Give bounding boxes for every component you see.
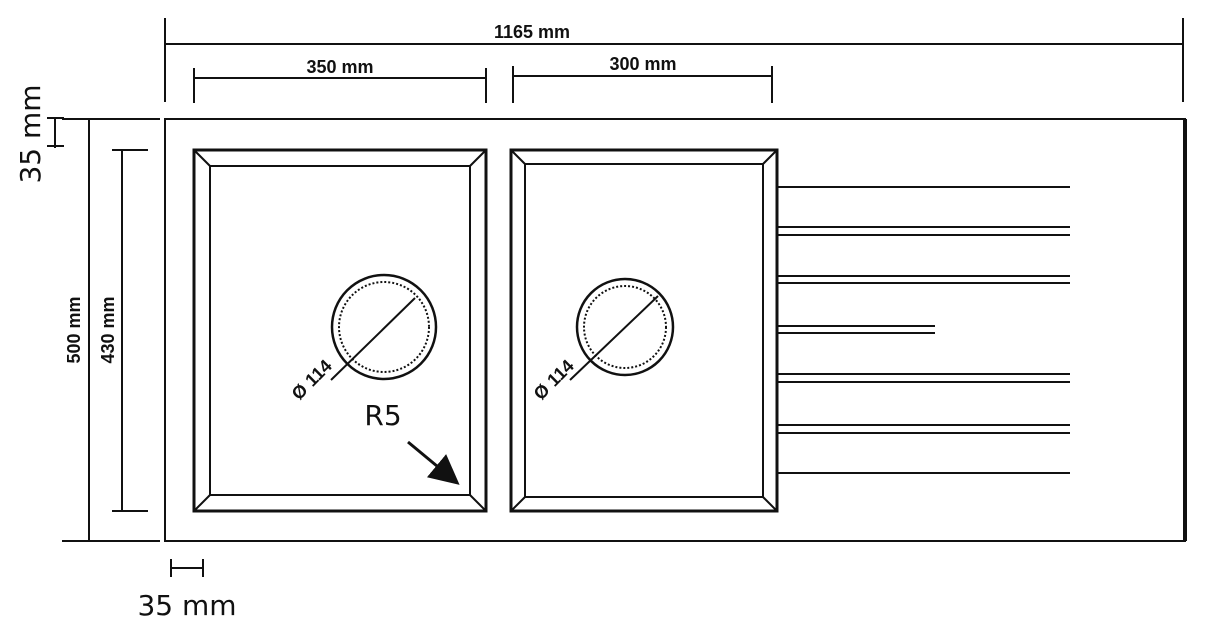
bowl1-width-label: 350 mm [306, 57, 373, 77]
bowl-depth-label: 430 mm [98, 296, 118, 363]
sink-outline [164, 118, 1186, 542]
bowl-2 [509, 148, 779, 513]
overall-width-dimension [164, 18, 1184, 102]
corner-radius-arrow [407, 440, 460, 485]
drain-1-diameter-label: Ø 114 [288, 356, 336, 404]
bowl2-width-dimension [512, 66, 773, 103]
left-margin-dimension [170, 559, 204, 577]
drain-1 [330, 273, 438, 381]
bowl2-width-label: 300 mm [609, 54, 676, 74]
top-margin-label: 35 mm [14, 84, 47, 183]
bowl-1 [192, 148, 488, 513]
overall-depth-dimension [62, 118, 160, 542]
left-margin-label: 35 mm [137, 589, 236, 622]
drainboard-grooves [777, 186, 1070, 474]
bowl-depth-dimension [112, 149, 148, 512]
top-margin-dimension [47, 117, 64, 148]
bowl1-width-dimension [193, 68, 487, 103]
overall-depth-label: 500 mm [64, 296, 84, 363]
overall-width-label: 1165 mm [494, 22, 570, 42]
corner-radius-label: R5 [364, 399, 401, 432]
drain-2 [569, 277, 675, 381]
